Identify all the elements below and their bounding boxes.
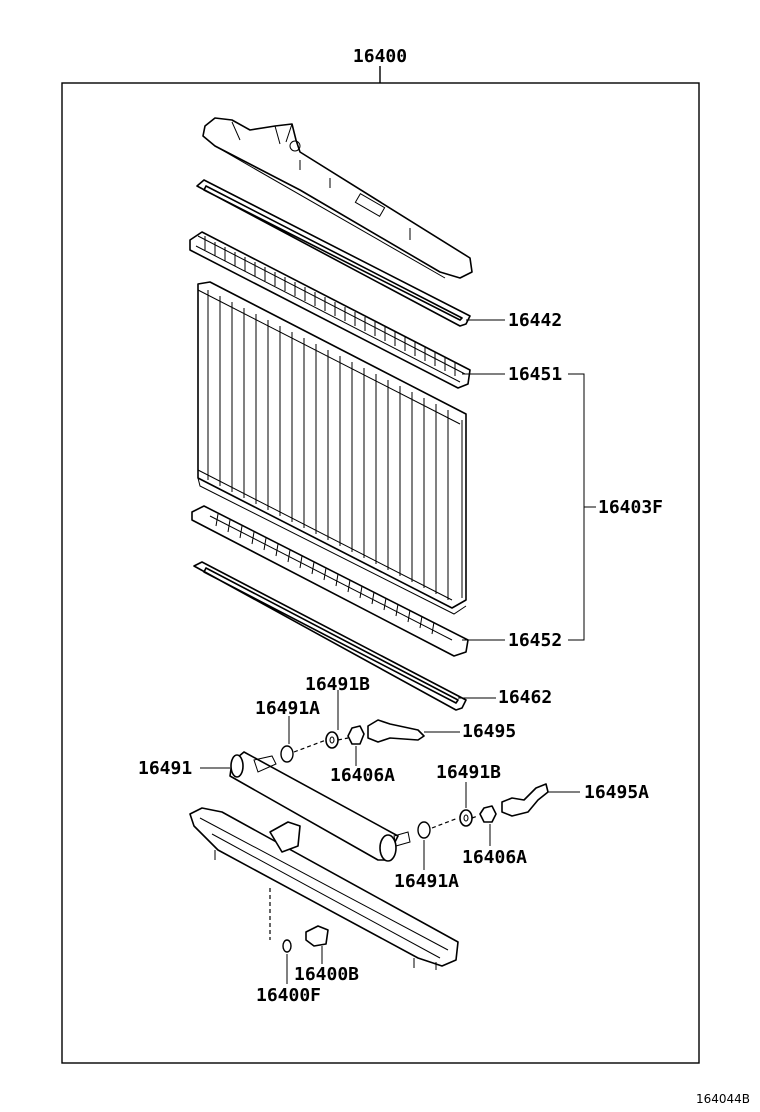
label-16451[interactable]: 16451 — [508, 364, 562, 385]
oil-cooler-hose-lower-icon[interactable] — [501, 783, 549, 817]
radiator-core[interactable] — [197, 281, 467, 615]
assembly-label[interactable]: 16400 — [353, 46, 407, 67]
label-16495[interactable]: 16495 — [462, 721, 516, 742]
label-16491A-upper[interactable]: 16491A — [255, 698, 320, 719]
oil-cooler-washer-lower-icon[interactable] — [459, 809, 473, 827]
oil-cooler-nut-upper-icon[interactable] — [347, 725, 365, 745]
oil-cooler-washer-upper-icon[interactable] — [325, 731, 339, 749]
label-16491[interactable]: 16491 — [138, 758, 192, 779]
oil-cooler-o-ring-upper-icon[interactable] — [280, 745, 294, 763]
label-16491B-upper[interactable]: 16491B — [305, 674, 370, 695]
label-16400B[interactable]: 16400B — [294, 964, 359, 985]
oil-cooler[interactable] — [229, 751, 411, 862]
label-16495A[interactable]: 16495A — [584, 782, 649, 803]
label-16406A-upper[interactable]: 16406A — [330, 765, 395, 786]
upper-tank[interactable] — [202, 117, 473, 279]
oil-cooler-o-ring-lower-icon[interactable] — [417, 821, 431, 839]
drain-cock-gasket-icon[interactable] — [282, 939, 292, 953]
label-16406A-lower[interactable]: 16406A — [462, 847, 527, 868]
oil-cooler-hose-upper-icon[interactable] — [367, 719, 425, 743]
core-upper-plate[interactable] — [189, 231, 471, 389]
lower-tank[interactable] — [189, 807, 459, 970]
label-16452[interactable]: 16452 — [508, 630, 562, 651]
oil-cooler-nut-lower-icon[interactable] — [479, 805, 497, 823]
label-16403F[interactable]: 16403F — [598, 497, 663, 518]
label-16491B-lower[interactable]: 16491B — [436, 762, 501, 783]
leader-16403F-bracket — [568, 373, 596, 641]
drain-cock-plug-icon[interactable] — [305, 925, 329, 947]
label-16491A-lower[interactable]: 16491A — [394, 871, 459, 892]
label-16442[interactable]: 16442 — [508, 310, 562, 331]
core-lower-plate[interactable] — [191, 505, 469, 657]
lower-tank-gasket[interactable] — [193, 561, 467, 711]
label-16400F[interactable]: 16400F — [256, 985, 321, 1006]
figure-id: 164044B — [696, 1092, 750, 1106]
label-16462[interactable]: 16462 — [498, 687, 552, 708]
